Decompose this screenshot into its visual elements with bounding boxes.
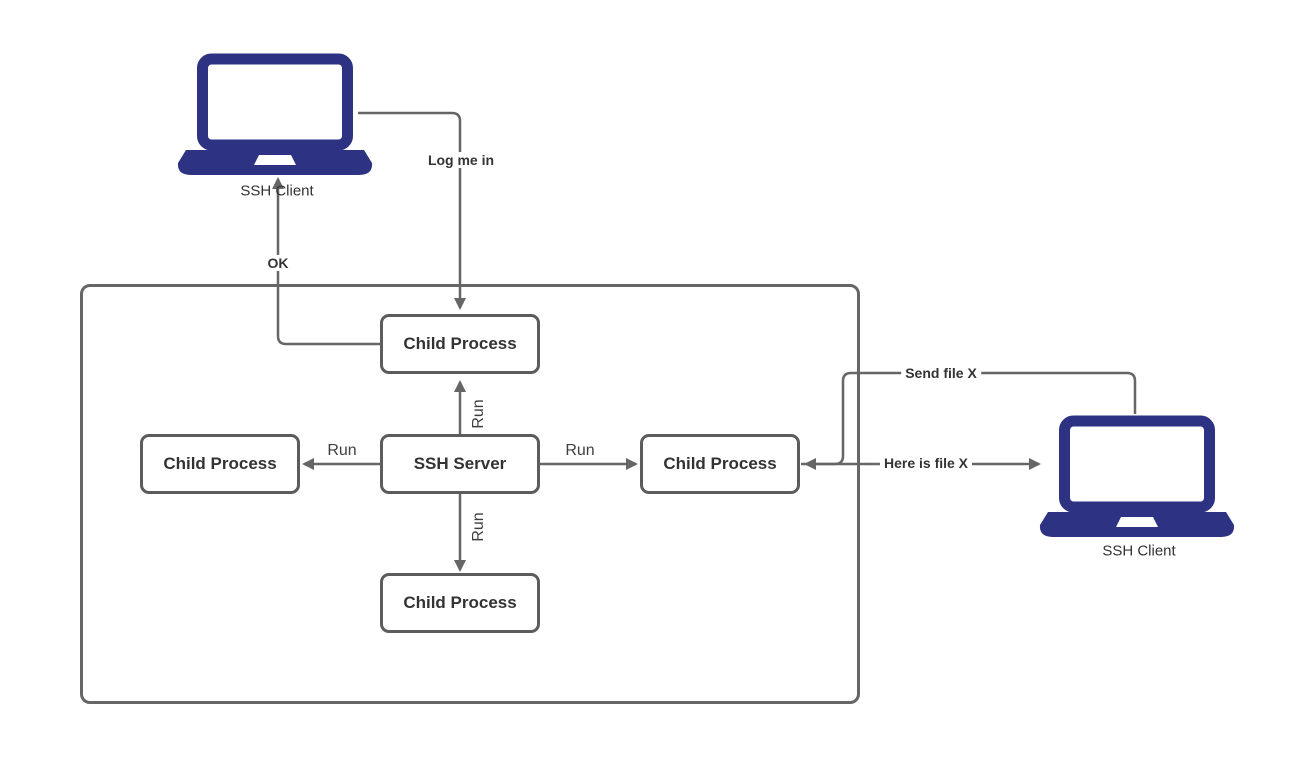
node-label: Child Process: [663, 454, 777, 473]
edge-label-log-me-in: Log me in: [423, 152, 499, 168]
node-child-process-top: Child Process: [380, 314, 540, 374]
client-right-caption: SSH Client: [1102, 542, 1176, 560]
edge-ok-line: [272, 177, 380, 346]
client-left-caption: SSH Client: [240, 182, 314, 200]
edge-label-send-file: Send file X: [901, 365, 981, 381]
edge-label-run-right: Run: [565, 442, 595, 459]
node-label: SSH Server: [413, 454, 507, 473]
node-label: Child Process: [163, 454, 277, 473]
node-child-process-bottom: Child Process: [380, 573, 540, 633]
laptop-icon-right: [1040, 421, 1234, 537]
node-ssh-server: SSH Server: [380, 434, 540, 494]
edge-label-run-top: Run: [470, 399, 487, 429]
edge-label-run-left: Run: [327, 442, 357, 459]
node-label: Child Process: [403, 334, 517, 353]
server-boundary-box: [80, 284, 860, 704]
laptop-icon-left: [178, 59, 372, 175]
node-label: Child Process: [403, 593, 517, 612]
edge-label-ok: OK: [263, 255, 293, 271]
edge-label-here-is-file: Here is file X: [879, 455, 973, 471]
node-child-process-left: Child Process: [140, 434, 300, 494]
edge-send-file-line: [804, 371, 1137, 470]
edge-log-me-in-line: [358, 111, 466, 310]
node-child-process-right: Child Process: [640, 434, 800, 494]
edge-label-run-bottom: Run: [470, 512, 487, 542]
